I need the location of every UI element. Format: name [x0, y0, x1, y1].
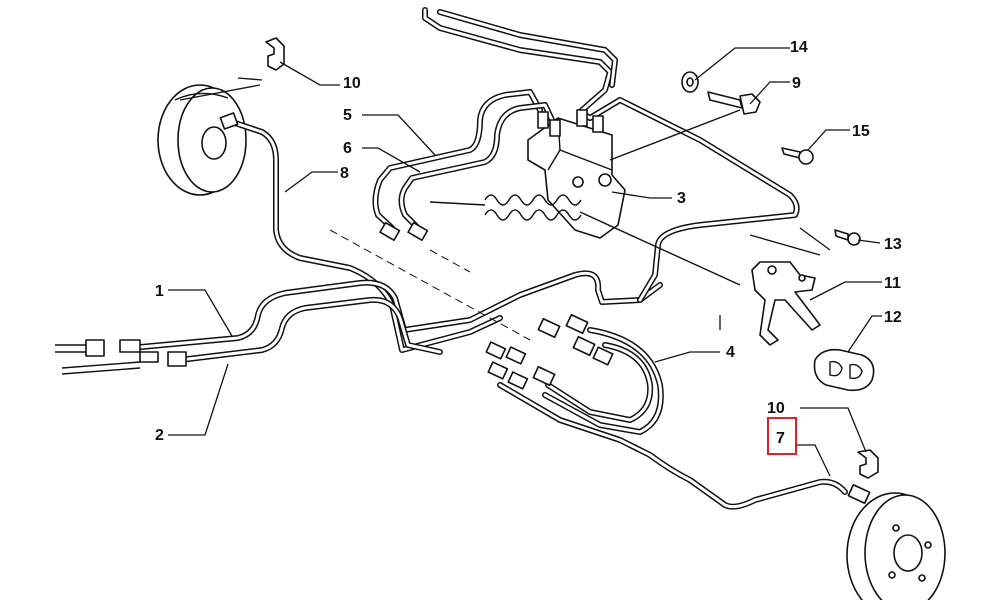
callout-labels: 14 9 15 10 5 6 8 3 13 11 12 1 4 2 10 7 — [155, 39, 902, 455]
valve-spring — [484, 194, 582, 206]
rear-left-brake-drum — [157, 84, 247, 196]
bracket-11 — [751, 261, 821, 346]
callout-7-highlight-box — [767, 417, 797, 455]
callout-14: 14 — [790, 39, 808, 56]
callout-8: 8 — [340, 165, 349, 182]
pipe-fittings — [119, 112, 871, 505]
bolt-15 — [781, 147, 814, 165]
callout-3: 3 — [677, 190, 686, 207]
callout-10-bottom: 10 — [767, 400, 785, 417]
leader-lines — [168, 47, 882, 477]
washer-14 — [681, 71, 699, 93]
brake-pressure-regulator — [429, 109, 741, 286]
rubber-mount-12 — [813, 348, 875, 392]
callout-9: 9 — [792, 75, 801, 92]
brake-pipe-6 — [398, 102, 555, 231]
callout-2: 2 — [155, 427, 164, 444]
clip-10-left — [265, 37, 285, 71]
bolt-13 — [834, 229, 861, 246]
callout-15: 15 — [852, 123, 870, 140]
clip-10-right — [857, 449, 879, 479]
brake-pipe-8 — [229, 119, 503, 353]
callout-10-top: 10 — [343, 75, 361, 92]
callout-6: 6 — [343, 140, 352, 157]
rear-right-brake-drum — [846, 492, 946, 600]
callout-4: 4 — [726, 344, 735, 361]
callout-5: 5 — [343, 107, 352, 124]
callout-11: 11 — [884, 275, 901, 292]
callout-12: 12 — [884, 309, 902, 326]
callout-7: 7 — [776, 430, 785, 447]
callout-1: 1 — [155, 283, 164, 300]
handbrake-cable-ends — [55, 339, 141, 375]
bolt-9 — [707, 91, 761, 115]
callout-13: 13 — [884, 236, 902, 253]
brake-pipes — [127, 7, 848, 510]
